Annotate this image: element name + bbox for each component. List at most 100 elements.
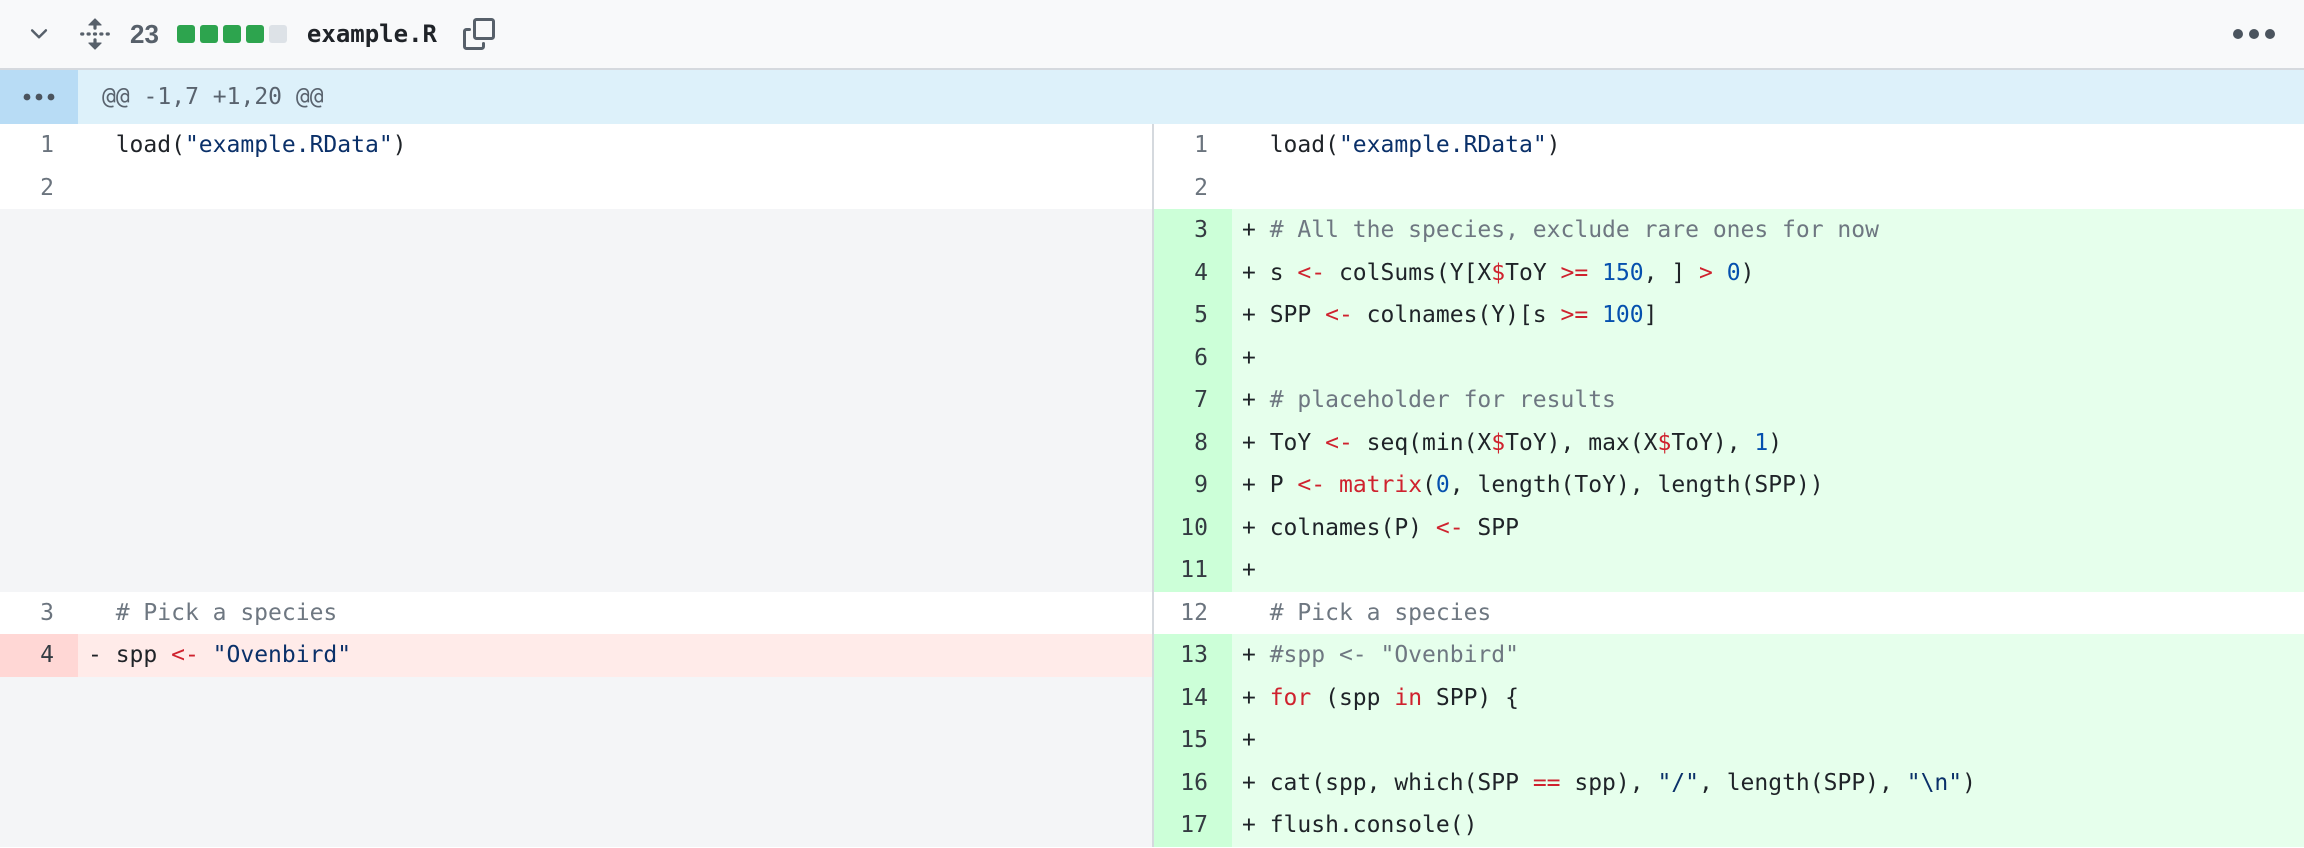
line-number[interactable]: 13 bbox=[1154, 634, 1232, 677]
diff-marker bbox=[1242, 132, 1270, 158]
code-token: for bbox=[1269, 684, 1312, 711]
code-line: + flush.console() bbox=[1232, 804, 2304, 847]
code-token: ToY bbox=[1269, 429, 1326, 456]
diffstat-added-square bbox=[176, 25, 195, 43]
unfold-icon[interactable] bbox=[78, 17, 112, 51]
code-token: ) bbox=[1962, 769, 1976, 796]
code-token: spp), bbox=[1560, 769, 1658, 796]
code-token: 0 bbox=[1435, 472, 1450, 498]
diffstat-added-square bbox=[222, 25, 241, 43]
changed-lines-count: 23 bbox=[130, 18, 159, 49]
line-number[interactable]: 2 bbox=[40, 174, 54, 201]
code-token: $ bbox=[1491, 259, 1506, 286]
code-token: ] bbox=[1643, 302, 1658, 328]
code-token bbox=[1325, 472, 1339, 498]
line-number[interactable]: 10 bbox=[1154, 506, 1232, 549]
diff-marker: + bbox=[1242, 812, 1270, 838]
diff-row-empty bbox=[0, 761, 1152, 804]
line-number[interactable]: 12 bbox=[1180, 599, 1208, 626]
code-token: load( bbox=[1269, 132, 1339, 158]
hunk-header: @@ -1,7 +1,20 @@ bbox=[102, 84, 324, 110]
code-token: ) bbox=[392, 132, 407, 158]
code-token: >= bbox=[1560, 259, 1589, 286]
code-line: + for (spp in SPP) { bbox=[1232, 676, 2304, 719]
file-options-kebab-icon[interactable] bbox=[2232, 28, 2276, 40]
diff-row-empty bbox=[0, 251, 1152, 294]
diff-row-add: 8+ ToY <- seq(min(X$ToY), max(X$ToY), 1) bbox=[1154, 421, 2304, 464]
code-line: + s <- colSums(Y[X$ToY >= 150, ] > 0) bbox=[1232, 251, 2304, 294]
code-token: SPP bbox=[1463, 514, 1519, 541]
expand-hunk-button[interactable] bbox=[0, 70, 78, 124]
code-token: <- bbox=[171, 642, 199, 668]
diff-row-context: 2 bbox=[0, 166, 1152, 210]
diff-marker: + bbox=[1242, 217, 1270, 243]
code-line: load("example.RData") bbox=[1232, 124, 2304, 167]
code-token: # Pick a species bbox=[1269, 599, 1492, 626]
code-token: colnames(P) bbox=[1269, 514, 1436, 541]
code-token: , length(SPP), bbox=[1699, 769, 1907, 796]
copy-file-path-icon[interactable] bbox=[462, 18, 495, 50]
code-line bbox=[1232, 167, 2304, 210]
diff-row-add: 5+ SPP <- colnames(Y)[s >= 100] bbox=[1154, 294, 2304, 337]
diff-row-add: 13+ #spp <- "Ovenbird" bbox=[1154, 634, 2304, 677]
code-token: > bbox=[1699, 259, 1713, 286]
diff-marker: + bbox=[1242, 302, 1270, 328]
diff-row-empty bbox=[0, 464, 1152, 507]
line-number[interactable]: 5 bbox=[1154, 294, 1232, 337]
diff-row-add: 11+ bbox=[1154, 549, 2304, 592]
code-token: # placeholder for results bbox=[1269, 387, 1616, 413]
code-token: "Ovenbird" bbox=[212, 642, 352, 668]
line-number[interactable]: 6 bbox=[1154, 336, 1232, 379]
diff-row-add: 17+ flush.console() bbox=[1154, 804, 2304, 847]
line-number[interactable]: 1 bbox=[40, 132, 54, 158]
collapse-file-chevron-icon[interactable] bbox=[26, 21, 52, 47]
diff-row-empty bbox=[0, 379, 1152, 422]
code-token: <- bbox=[1297, 259, 1326, 286]
code-token: 150 bbox=[1602, 259, 1644, 286]
diffstat-neutral-square bbox=[268, 25, 287, 43]
code-token: # All the species, exclude rare ones for… bbox=[1269, 217, 1879, 243]
line-number[interactable]: 4 bbox=[1154, 251, 1232, 294]
hunk-row: @@ -1,7 +1,20 @@ bbox=[0, 70, 2304, 124]
diff-marker: + bbox=[1242, 642, 1270, 668]
diff-marker: + bbox=[1242, 344, 1270, 371]
code-token: in bbox=[1394, 684, 1423, 711]
line-number[interactable]: 3 bbox=[1154, 209, 1232, 252]
diff-marker: + bbox=[1242, 514, 1270, 541]
line-number[interactable]: 1 bbox=[1194, 132, 1208, 158]
code-line: + cat(spp, which(SPP == spp), "/", lengt… bbox=[1232, 761, 2304, 804]
diff-row-context: 1 load("example.RData") bbox=[0, 124, 1152, 167]
code-token: cat(spp, which(SPP bbox=[1269, 769, 1533, 796]
line-number[interactable]: 8 bbox=[1154, 421, 1232, 464]
line-number[interactable]: 16 bbox=[1154, 761, 1232, 804]
file-name-link[interactable]: example.R bbox=[306, 20, 437, 48]
line-number[interactable]: 11 bbox=[1154, 549, 1232, 592]
diff-pane-new: 1 load("example.RData") 2 3 + # All the sp… bbox=[1152, 124, 2304, 847]
diff-row-context: 3 # Pick a species bbox=[0, 591, 1152, 634]
line-number[interactable]: 7 bbox=[1154, 379, 1232, 422]
code-token: <- bbox=[1325, 302, 1353, 328]
code-line: + # placeholder for results bbox=[1232, 379, 2304, 422]
diff-row-add: 15+ bbox=[1154, 719, 2304, 762]
code-token: ) bbox=[1740, 259, 1755, 286]
code-token: ToY), max(X bbox=[1505, 429, 1658, 456]
diff-row-empty bbox=[0, 804, 1152, 847]
code-token bbox=[1588, 260, 1602, 286]
line-number[interactable]: 4 bbox=[0, 634, 78, 677]
diff-marker bbox=[1242, 600, 1270, 626]
diff-marker: - bbox=[88, 642, 116, 668]
code-line bbox=[78, 167, 1152, 210]
code-token: "/" bbox=[1657, 769, 1699, 796]
line-number[interactable]: 17 bbox=[1154, 804, 1232, 847]
diffstat-blocks bbox=[176, 25, 287, 43]
code-token: ( bbox=[1422, 472, 1436, 498]
line-number[interactable]: 9 bbox=[1154, 464, 1232, 507]
line-number[interactable]: 3 bbox=[40, 599, 54, 626]
line-number[interactable]: 14 bbox=[1154, 676, 1232, 719]
diff-row-add: 14+ for (spp in SPP) { bbox=[1154, 676, 2304, 719]
line-number[interactable]: 2 bbox=[1194, 174, 1208, 201]
line-number[interactable]: 15 bbox=[1154, 719, 1232, 762]
code-line: + SPP <- colnames(Y)[s >= 100] bbox=[1232, 294, 2304, 337]
diff-marker bbox=[1242, 175, 1270, 201]
code-line: + bbox=[1232, 549, 2304, 592]
